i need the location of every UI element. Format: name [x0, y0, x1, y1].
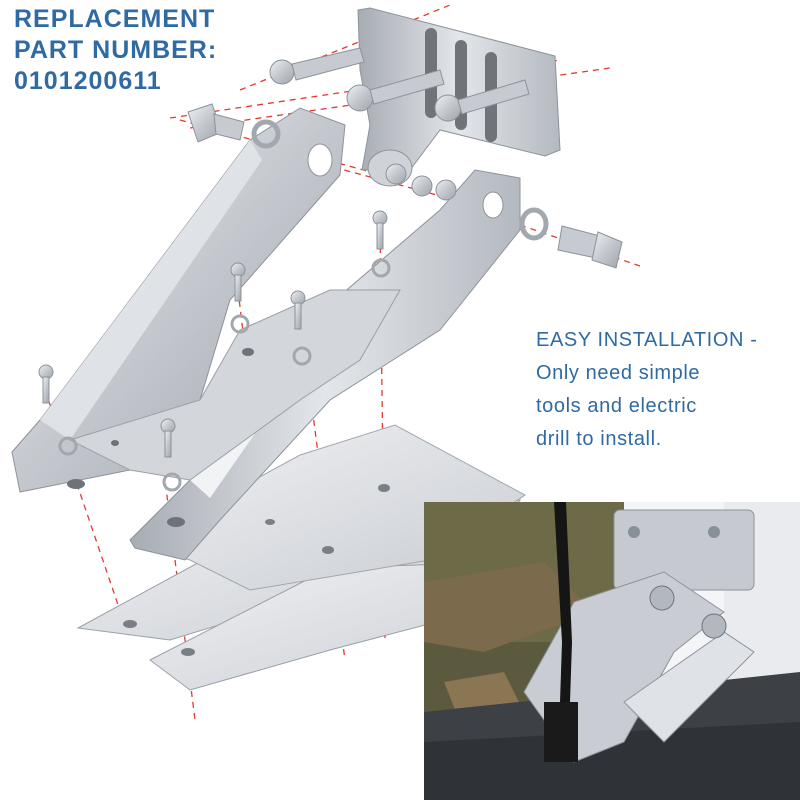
u-bracket — [11, 107, 521, 561]
callout-line-2: Only need simple — [536, 362, 701, 384]
heading-line-1: REPLACEMENT — [14, 5, 216, 33]
callout-line-4: drill to install. — [536, 428, 662, 450]
small-screws — [38, 210, 388, 458]
nuts-washers — [385, 163, 457, 201]
bolts — [38, 47, 623, 492]
hex-bolt-left — [187, 103, 281, 149]
part-number: 0101200611 — [14, 67, 162, 95]
heading-line-2: PART NUMBER: — [14, 36, 218, 64]
bolt-right — [434, 79, 530, 122]
bolt-mid — [346, 69, 445, 112]
bolt-top-left — [269, 47, 365, 85]
part-number-heading: REPLACEMENT PART NUMBER: 0101200611 — [14, 4, 217, 97]
installation-photo — [424, 502, 800, 800]
installation-callout: EASY INSTALLATION - Only need simple too… — [536, 324, 798, 456]
lock-washers — [58, 258, 391, 492]
hex-bolt-right — [519, 207, 623, 269]
photo-illustration — [424, 502, 800, 800]
callout-line-3: tools and electric — [536, 395, 697, 417]
callout-line-1: EASY INSTALLATION - — [536, 329, 758, 351]
